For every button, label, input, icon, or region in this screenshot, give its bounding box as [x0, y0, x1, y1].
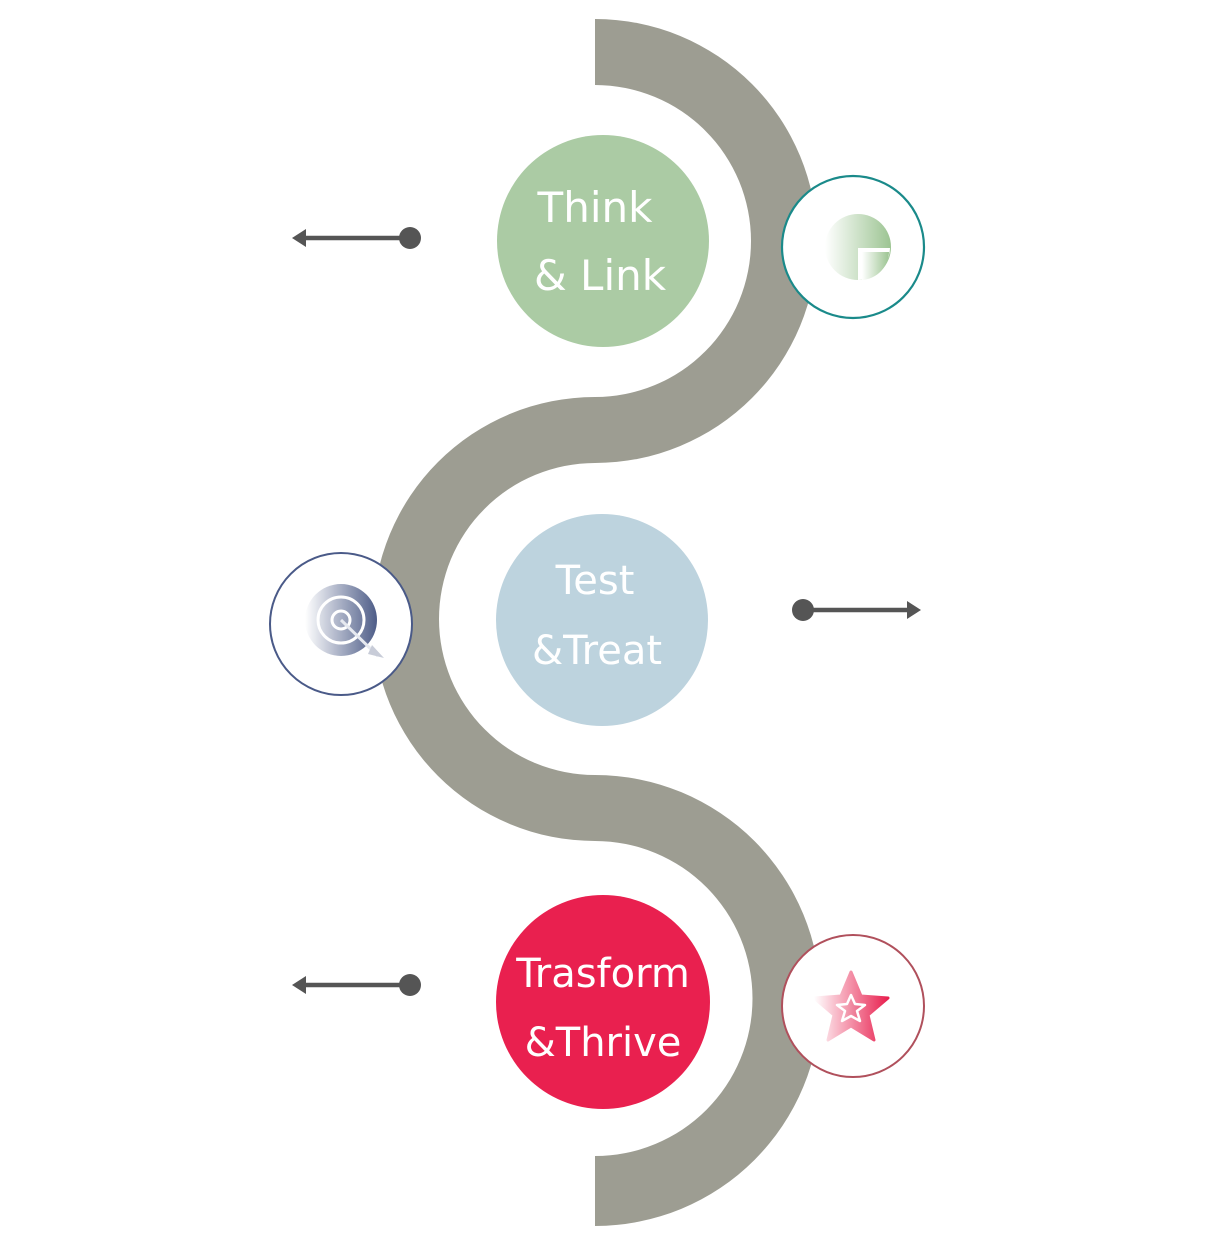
stage-label-line-1: Test: [555, 558, 635, 604]
stage-circle: [496, 514, 708, 726]
icon-badge: [269, 552, 413, 696]
stage-test-treat: Test &Treat: [269, 514, 921, 726]
stage-label-line-2: &Treat: [532, 628, 662, 674]
target-icon: [305, 584, 384, 658]
stage-circle: [496, 895, 710, 1109]
stage-label-line-2: &Thrive: [525, 1020, 682, 1066]
pie-chart-icon: [825, 214, 891, 280]
track-middle-arc: [373, 397, 595, 841]
stage-label-line-1: Trasform: [515, 951, 690, 997]
stage-circle: [497, 135, 709, 347]
arrow-left: [292, 227, 421, 249]
track-bottom-arc: [595, 775, 821, 1226]
stage-label-line-1: Think: [537, 183, 654, 232]
arrow-left: [292, 974, 421, 996]
track-top-arc: [595, 19, 817, 463]
arrow-right: [792, 599, 921, 621]
stage-transform-thrive: Trasform &Thrive: [292, 895, 925, 1109]
icon-badge: [781, 934, 925, 1078]
star-icon: [812, 970, 890, 1042]
track: [373, 19, 821, 1226]
stage-label-line-2: & Link: [534, 251, 667, 300]
icon-badge: [780, 174, 926, 320]
stage-think-link: Think & Link: [292, 135, 926, 347]
